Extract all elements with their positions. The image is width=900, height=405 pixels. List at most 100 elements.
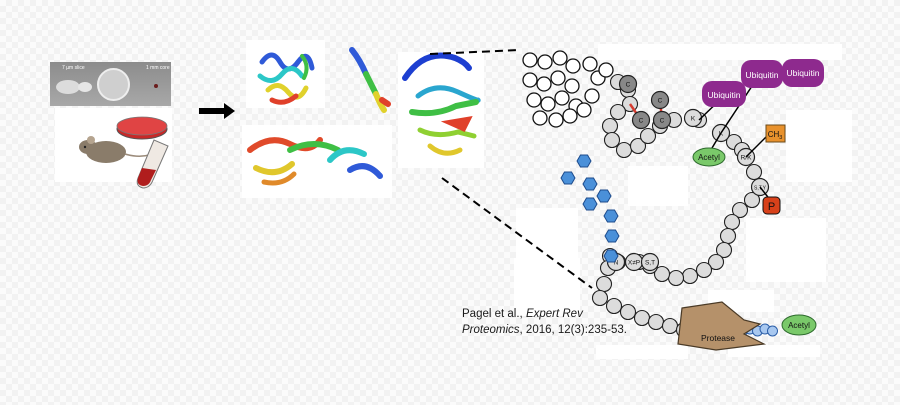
process-arrow-icon bbox=[199, 103, 235, 119]
coil-residue bbox=[562, 108, 578, 124]
blank-box bbox=[628, 166, 688, 206]
glycan-hexagon bbox=[582, 177, 598, 191]
glycan-hexagon bbox=[603, 249, 619, 263]
residue-bead bbox=[629, 137, 647, 155]
coil-residue bbox=[537, 54, 553, 70]
residue-bead bbox=[667, 269, 685, 287]
labelled-residue bbox=[640, 252, 660, 272]
coil-residue bbox=[526, 92, 542, 108]
citation-details: , 2016, 12(3):235-53. bbox=[519, 324, 627, 336]
protease-label: Protease bbox=[701, 333, 735, 343]
phospho-badge: P bbox=[762, 196, 781, 215]
residue-bead bbox=[601, 117, 619, 135]
tissue-slice bbox=[78, 82, 92, 92]
coil-residue bbox=[550, 70, 566, 86]
phospho-label: P bbox=[768, 201, 775, 213]
residue-bead bbox=[715, 241, 733, 259]
residue-label: K bbox=[691, 116, 696, 123]
ubiquitin-badge bbox=[741, 60, 783, 88]
protein-ribbon-1 bbox=[257, 52, 315, 105]
glycan-hexagon bbox=[604, 229, 620, 243]
protein-ribbon-2 bbox=[349, 47, 391, 113]
residue-bead bbox=[743, 191, 761, 209]
residue-label: S,T bbox=[645, 260, 655, 267]
residue-bead bbox=[681, 267, 699, 285]
acetyl-tail-label: Acetyl bbox=[788, 321, 810, 330]
residue-label: C bbox=[660, 118, 665, 125]
glycan-hexagon bbox=[582, 197, 598, 211]
residue-bead bbox=[653, 265, 671, 283]
residue-bead bbox=[719, 227, 737, 245]
coil-residue bbox=[582, 56, 598, 72]
protein-structure-panel bbox=[242, 125, 392, 198]
acetyl-badge-top: Acetyl bbox=[692, 147, 726, 167]
labelled-residue bbox=[652, 110, 672, 130]
residue-bead bbox=[609, 103, 627, 121]
coil-residue bbox=[522, 52, 538, 68]
coil-residue bbox=[564, 78, 580, 94]
ubiquitin-label: Ubiquitin bbox=[786, 68, 819, 78]
coil-residue bbox=[548, 112, 564, 128]
citation-authors: Pagel et al., bbox=[462, 308, 526, 320]
citation-journal: Expert Rev bbox=[525, 308, 583, 320]
residue-bead bbox=[605, 297, 623, 315]
coil-residue bbox=[536, 76, 552, 92]
blank-box bbox=[728, 345, 820, 357]
residue-label: C bbox=[639, 118, 644, 125]
tail-residue bbox=[767, 325, 778, 337]
methyl-label: CH bbox=[768, 130, 780, 139]
coil-residue bbox=[552, 50, 568, 66]
residue-bead bbox=[615, 141, 633, 159]
coil-residue bbox=[522, 72, 538, 88]
blank-box bbox=[786, 110, 852, 182]
residue-bead bbox=[591, 289, 609, 307]
residue-bead bbox=[603, 131, 621, 149]
blank-box bbox=[596, 345, 688, 359]
glycan-hexagon bbox=[603, 209, 619, 223]
coil-residue bbox=[598, 62, 614, 78]
ubiquitin-badge bbox=[702, 81, 746, 107]
acetyl-label: Acetyl bbox=[698, 153, 720, 162]
svg-text:CH3: CH3 bbox=[768, 130, 783, 141]
residue-bead bbox=[707, 253, 725, 271]
protein-ribbon-4 bbox=[247, 137, 383, 186]
acetyl-badge-tail: Acetyl bbox=[781, 314, 817, 336]
methyl-badge: CH3 bbox=[765, 124, 786, 143]
coin bbox=[97, 68, 130, 101]
core-label: 1 mm core bbox=[146, 65, 170, 71]
residue-bead bbox=[595, 275, 613, 293]
zoom-line-top bbox=[429, 49, 521, 55]
residue-label: R/K bbox=[741, 155, 753, 162]
coil-residue bbox=[540, 96, 556, 112]
residue-bead bbox=[639, 127, 657, 145]
mouse-illustration bbox=[79, 136, 161, 163]
residue-bead bbox=[619, 303, 637, 321]
blank-box bbox=[514, 258, 580, 316]
coil-residue bbox=[554, 90, 570, 106]
ubiquitin-badge bbox=[782, 59, 824, 87]
labelled-residue bbox=[631, 110, 651, 130]
tissue-slice bbox=[56, 80, 80, 94]
residue-label: C bbox=[626, 82, 631, 89]
ubiquitin-chain: Ubiquitin Ubiquitin Ubiquitin bbox=[702, 59, 824, 107]
residue-bead bbox=[695, 261, 713, 279]
core-sample bbox=[154, 84, 158, 88]
residue-bead bbox=[745, 163, 763, 181]
zoom-line-bottom bbox=[441, 177, 593, 289]
coil-residue bbox=[532, 110, 548, 126]
petri-dish-icon bbox=[116, 116, 168, 140]
residue-label: K bbox=[719, 131, 724, 138]
labelled-residue bbox=[618, 74, 638, 94]
ubiquitin-label: Ubiquitin bbox=[745, 70, 778, 80]
glycan-hexagon bbox=[560, 171, 576, 185]
coil-residue bbox=[584, 88, 600, 104]
residue-label: N bbox=[614, 260, 619, 267]
labelled-residue bbox=[650, 90, 670, 110]
coil-residue bbox=[576, 102, 592, 118]
protein-ribbon-3 bbox=[402, 52, 481, 156]
methyl-subscript: 3 bbox=[779, 135, 782, 141]
slice-label: 7 µm slice bbox=[62, 65, 85, 71]
